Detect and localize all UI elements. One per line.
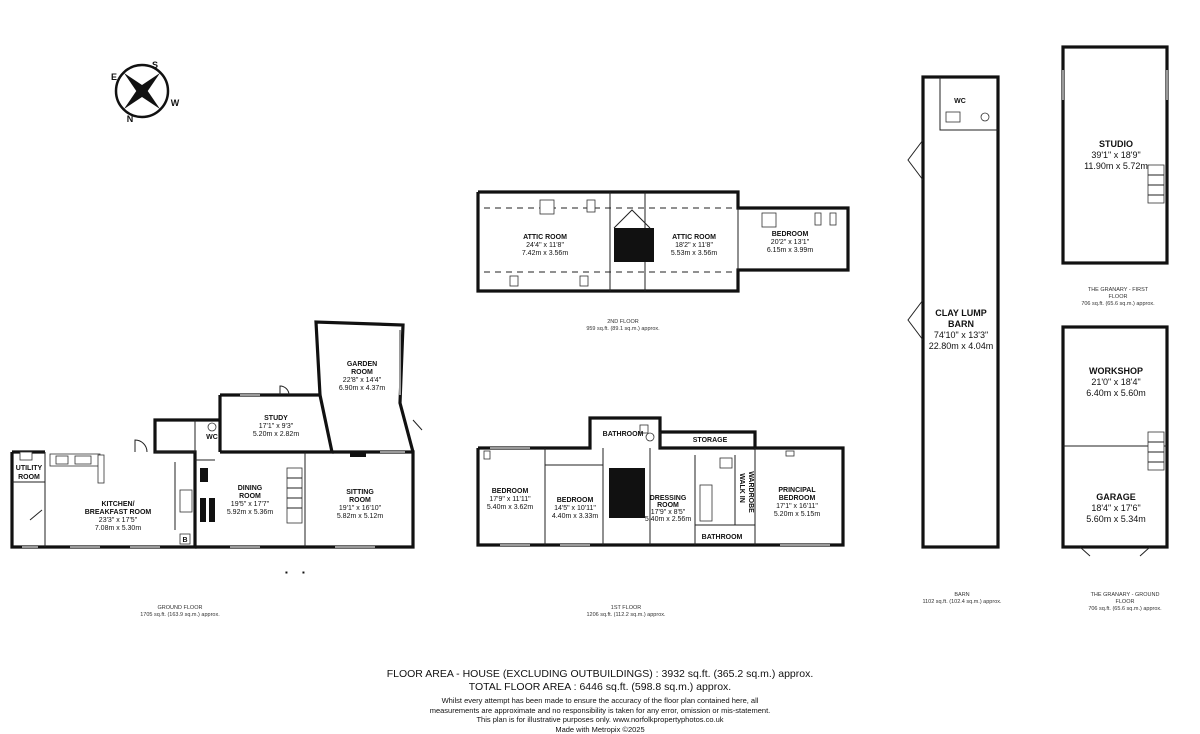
kitchen-imperial: 23'3" x 17'5" — [99, 517, 138, 524]
walk-in-label: WALK IN — [738, 473, 745, 503]
attic-room-2-imperial: 18'2" x 11'8" — [675, 242, 713, 249]
total-floor-area: TOTAL FLOOR AREA : 6446 sq.ft. (598.8 sq… — [0, 681, 1200, 693]
barn-plan: WC CLAY LUMP BARN 74'10" x 13'3" 22.80m … — [908, 77, 1002, 605]
granary-first-label-1: THE GRANARY - FIRST — [1088, 287, 1149, 293]
garage-label: GARAGE — [1096, 492, 1136, 502]
wc-barn-label: WC — [954, 98, 966, 105]
svg-text:▪: ▪ — [285, 568, 288, 577]
garage-metric: 5.60m x 5.34m — [1086, 514, 1146, 524]
dressing-room-metric: 5.40m x 2.56m — [645, 516, 691, 523]
wardrobe-label: WARDROBE — [747, 471, 754, 513]
first-floor-plan: BATHROOM STORAGE BEDROOM 17'9" x 11'11" … — [478, 418, 843, 618]
attic-room-2-metric: 5.53m x 3.56m — [671, 250, 717, 257]
compass-e: E — [111, 72, 117, 82]
second-floor-area: 959 sq.ft. (89.1 sq.m.) approx. — [586, 326, 660, 332]
ground-floor-label: GROUND FLOOR — [158, 605, 203, 611]
second-floor-label: 2ND FLOOR — [607, 319, 639, 325]
ground-floor-area: 1705 sq.ft. (163.9 sq.m.) approx. — [140, 612, 220, 618]
garden-room-label-2: ROOM — [351, 369, 373, 376]
barn-label-2: BARN — [948, 319, 974, 329]
compass-rose: S W N E — [111, 60, 180, 124]
bedroom-a-metric: 5.40m x 3.62m — [487, 504, 533, 511]
barn-floor-label: BARN — [954, 592, 969, 598]
granary-ground-floor-plan: WORKSHOP 21'0" x 18'4" 6.40m x 5.60m GAR… — [1063, 327, 1167, 612]
utility-room-label-1: UTILITY — [16, 465, 43, 472]
garden-room-metric: 6.90m x 4.37m — [339, 385, 385, 392]
principal-bedroom-label-2: BEDROOM — [779, 495, 816, 502]
workshop-metric: 6.40m x 5.60m — [1086, 388, 1146, 398]
attic-room-1-imperial: 24'4" x 11'8" — [526, 242, 564, 249]
dressing-room-imperial: 17'9" x 8'5" — [651, 509, 686, 516]
second-floor-plan: ATTIC ROOM 24'4" x 11'8" 7.42m x 3.56m A… — [478, 192, 848, 332]
wc-ground-label: WC — [206, 434, 218, 441]
principal-bedroom-imperial: 17'1" x 16'11" — [776, 503, 818, 510]
utility-room-label-2: ROOM — [18, 474, 40, 481]
granary-ground-label-2: FLOOR — [1116, 599, 1135, 605]
dining-room-label-1: DINING — [238, 485, 263, 492]
granary-first-floor-plan: STUDIO 39'1" x 18'9" 11.90m x 5.72m THE … — [1063, 47, 1167, 307]
studio-imperial: 39'1" x 18'9" — [1091, 150, 1140, 160]
dressing-room-label-2: ROOM — [657, 502, 679, 509]
workshop-imperial: 21'0" x 18'4" — [1091, 377, 1140, 387]
granary-first-area: 706 sq.ft. (65.6 sq.m.) approx. — [1081, 301, 1155, 307]
storage-label: STORAGE — [693, 437, 728, 444]
house-floor-area: FLOOR AREA - HOUSE (EXCLUDING OUTBUILDIN… — [0, 668, 1200, 680]
sitting-room-imperial: 19'1" x 16'10" — [339, 505, 382, 512]
sitting-room-metric: 5.82m x 5.12m — [337, 513, 383, 520]
svg-text:▪: ▪ — [302, 568, 305, 577]
barn-label-1: CLAY LUMP — [935, 308, 987, 318]
dining-room-metric: 5.92m x 5.36m — [227, 509, 273, 516]
bedroom-a-imperial: 17'9" x 11'11" — [489, 496, 531, 503]
disclaimer-line-1: Whilst every attempt has been made to en… — [0, 696, 1200, 706]
barn-floor-area: 1102 sq.ft. (102.4 sq.m.) approx. — [922, 599, 1002, 605]
granary-ground-area: 706 sq.ft. (65.6 sq.m.) approx. — [1088, 606, 1162, 612]
studio-metric: 11.90m x 5.72m — [1084, 161, 1148, 171]
garage-imperial: 18'4" x 17'6" — [1091, 503, 1140, 513]
principal-bedroom-metric: 5.20m x 5.15m — [774, 511, 820, 518]
barn-imperial: 74'10" x 13'3" — [934, 330, 988, 340]
bedroom-2nd-imperial: 20'2" x 13'1" — [771, 239, 810, 246]
ground-floor-plan: ▪ ▪ UTILITY ROOM KITCHEN/ BREAKFAST ROOM… — [12, 322, 422, 618]
dining-room-imperial: 19'5" x 17'7" — [231, 501, 270, 508]
granary-first-label-2: FLOOR — [1109, 294, 1128, 300]
compass-n: N — [127, 114, 134, 124]
dining-room-label-2: ROOM — [239, 493, 261, 500]
compass-w: W — [171, 98, 180, 108]
bedroom-b-imperial: 14'5" x 10'11" — [554, 505, 596, 512]
bedroom-b-metric: 4.40m x 3.33m — [552, 513, 598, 520]
kitchen-label-1: KITCHEN/ — [101, 501, 134, 508]
study-metric: 5.20m x 2.82m — [253, 431, 299, 438]
compass-s: S — [152, 60, 158, 70]
kitchen-label-2: BREAKFAST ROOM — [85, 509, 152, 516]
first-floor-label: 1ST FLOOR — [611, 605, 641, 611]
garden-room-imperial: 22'8" x 14'4" — [343, 377, 382, 384]
disclaimer: Whilst every attempt has been made to en… — [0, 696, 1200, 734]
bedroom-2nd-metric: 6.15m x 3.99m — [767, 247, 813, 254]
disclaimer-line-2: measurements are approximate and no resp… — [0, 706, 1200, 716]
attic-room-1-metric: 7.42m x 3.56m — [522, 250, 568, 257]
granary-ground-label-1: THE GRANARY - GROUND — [1091, 592, 1160, 598]
attic-room-2-label: ATTIC ROOM — [672, 234, 716, 241]
kitchen-metric: 7.08m x 5.30m — [95, 525, 141, 532]
barn-metric: 22.80m x 4.04m — [929, 341, 994, 351]
first-floor-area: 1206 sq.ft. (112.2 sq.m.) approx. — [586, 612, 666, 618]
study-imperial: 17'1" x 9'3" — [259, 423, 294, 430]
principal-bedroom-label-1: PRINCIPAL — [778, 487, 816, 494]
boiler-label: B — [182, 537, 187, 544]
disclaimer-line-3: This plan is for illustrative purposes o… — [0, 715, 1200, 725]
study-label: STUDY — [264, 415, 288, 422]
dressing-room-label-1: DRESSING — [650, 495, 687, 502]
attic-room-1-label: ATTIC ROOM — [523, 234, 567, 241]
studio-label: STUDIO — [1099, 139, 1133, 149]
garden-room-label-1: GARDEN — [347, 361, 377, 368]
sitting-room-label-2: ROOM — [349, 497, 371, 504]
bedroom-2nd-label: BEDROOM — [772, 231, 809, 238]
sitting-room-label-1: SITTING — [346, 489, 374, 496]
bedroom-a-label: BEDROOM — [492, 488, 529, 495]
bathroom-bottom-label: BATHROOM — [702, 534, 743, 541]
bedroom-b-label: BEDROOM — [557, 497, 594, 504]
bathroom-top-label: BATHROOM — [603, 431, 644, 438]
workshop-label: WORKSHOP — [1089, 366, 1143, 376]
